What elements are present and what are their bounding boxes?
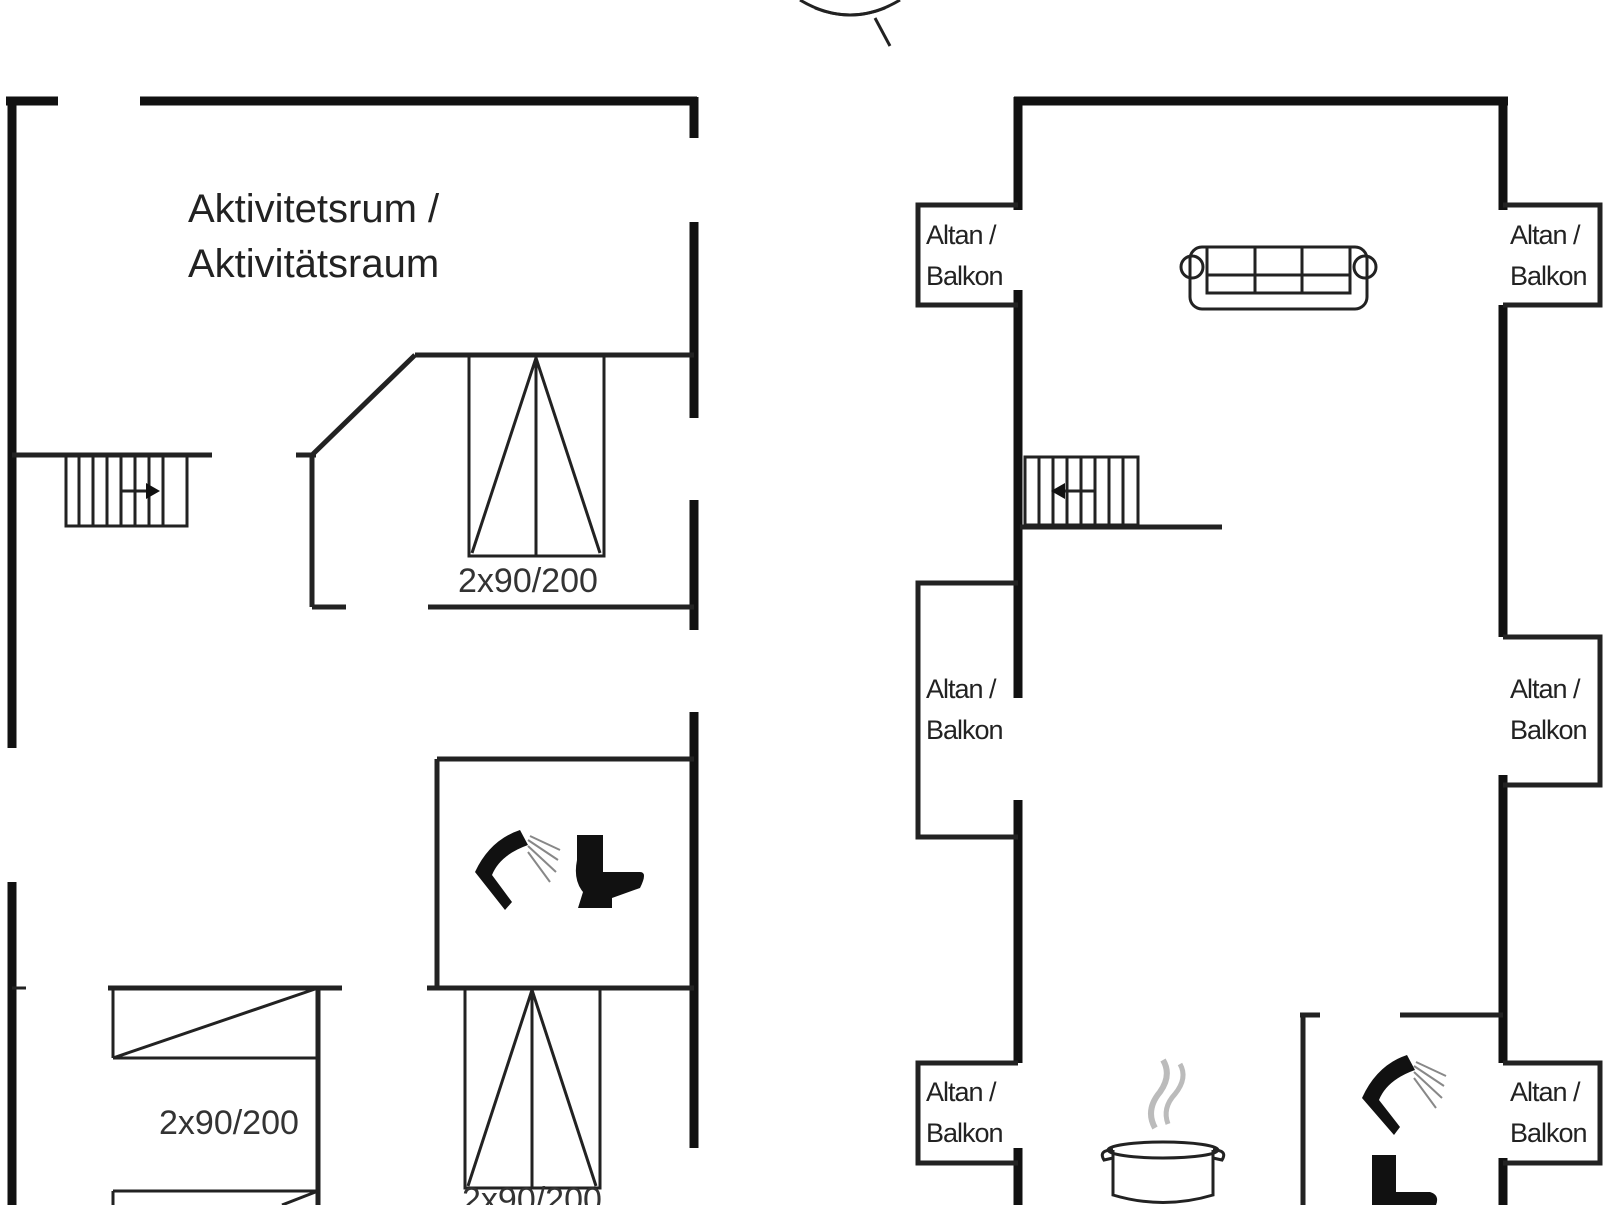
wardrobe-lower [463, 986, 602, 1190]
right-floor-interior [1020, 524, 1503, 1205]
balcony-label: Altan / [1510, 674, 1581, 704]
balcony-label: Altan / [926, 1077, 997, 1107]
balcony-label: Altan / [1510, 1077, 1581, 1107]
wardrobe-upper [467, 354, 606, 558]
balcony-label: Balkon [1510, 261, 1587, 291]
bed-label: 2x90/200 [458, 562, 598, 600]
room-label-activity-1: Aktivitetsrum / [188, 187, 440, 231]
balcony-label: Balkon [1510, 715, 1587, 745]
shower-icon [475, 830, 561, 910]
stairs-icon [64, 454, 189, 528]
balcony-label: Balkon [926, 715, 1003, 745]
left-floor-interior [12, 352, 694, 1205]
balcony-label: Altan / [1510, 220, 1581, 250]
sofa-icon [1179, 245, 1378, 311]
compass-icon [799, 0, 901, 47]
bed-label: 2x90/200 [159, 1104, 299, 1142]
balcony-label: Balkon [926, 261, 1003, 291]
shower-icon [1362, 1055, 1447, 1135]
bed-label: 2x90/200 [462, 1181, 602, 1205]
balcony-label: Balkon [1510, 1118, 1587, 1148]
balcony-label: Altan / [926, 674, 997, 704]
room-label-activity-2: Aktivitätsraum [188, 242, 439, 286]
balcony-label: Altan / [926, 220, 997, 250]
cooking-pot-icon [1100, 1058, 1226, 1204]
left-floor-walls [6, 96, 699, 1205]
toilet-icon [1372, 1155, 1438, 1205]
balcony-label: Balkon [926, 1118, 1003, 1148]
right-floor-walls [1013, 96, 1508, 1205]
stairs-icon [1023, 455, 1140, 527]
toilet-icon [575, 835, 644, 908]
balcony-boxes [915, 202, 1603, 1166]
